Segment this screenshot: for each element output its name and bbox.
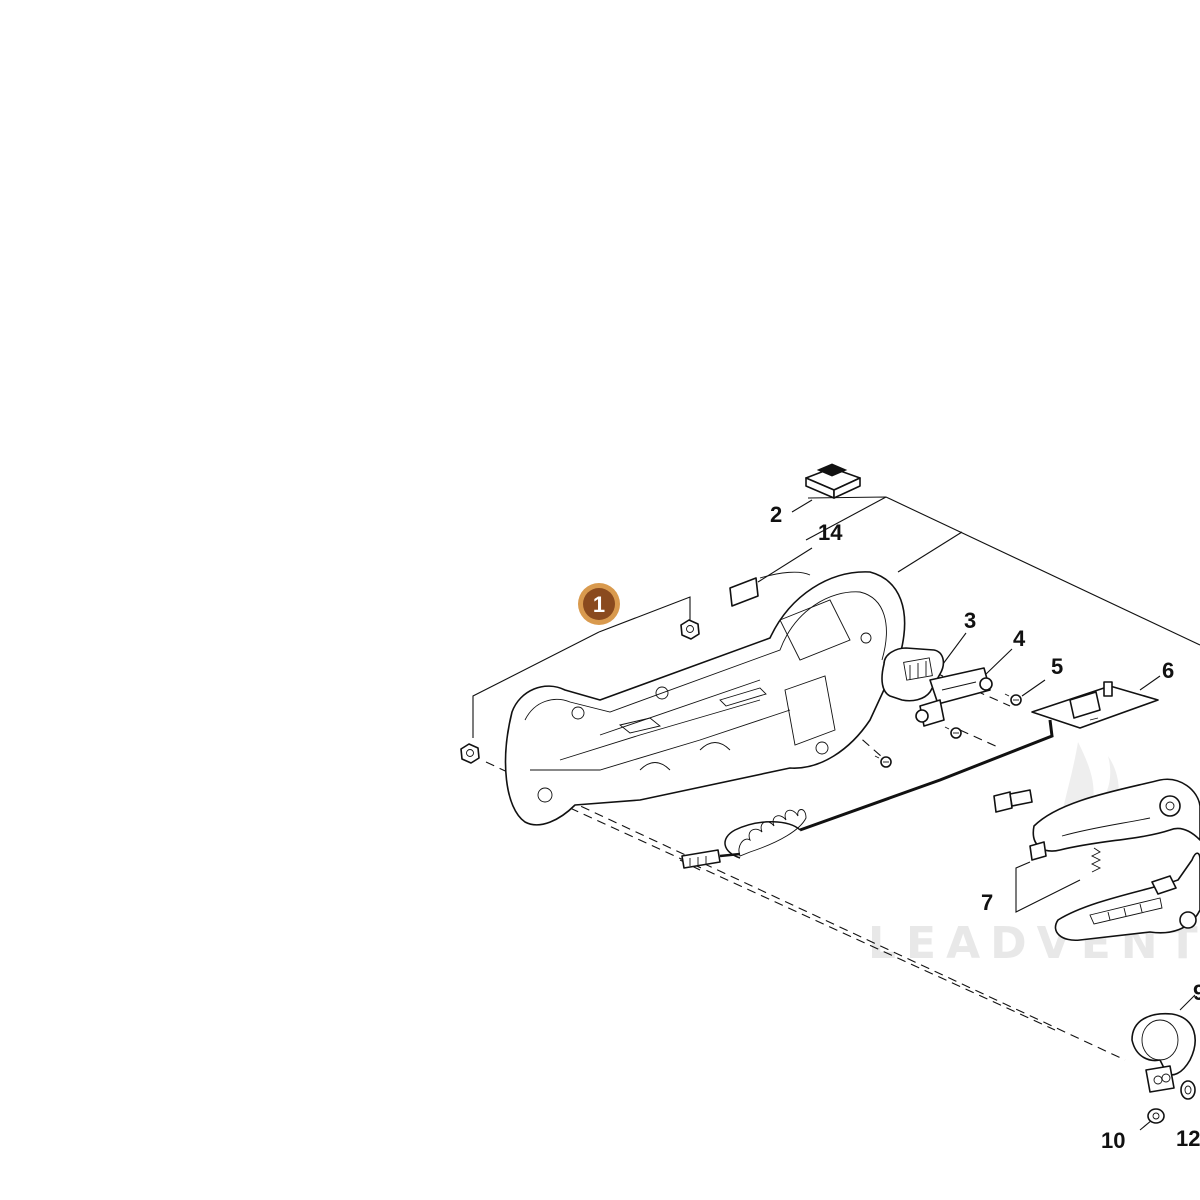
- callout-badge-core: [583, 588, 615, 620]
- callout-6-label: 6: [1162, 658, 1174, 683]
- lockout-lever-part: [1054, 852, 1200, 942]
- callout-9-label: 9: [1193, 980, 1200, 1005]
- contact-carrier-part: [915, 667, 993, 727]
- screw-a: [1004, 693, 1022, 706]
- nut-upper: [680, 619, 700, 640]
- callout-2-label: 2: [770, 502, 782, 527]
- callout-4-label: 4: [1013, 626, 1026, 651]
- clamp-part: [1131, 1012, 1196, 1093]
- switch-part: [881, 647, 945, 702]
- cable-spring: [738, 809, 807, 857]
- decal-part: [729, 577, 759, 607]
- screw-b: [944, 726, 962, 739]
- washer-part: [1147, 1108, 1165, 1124]
- button-cap-part: [805, 463, 861, 499]
- callout-3-label: 3: [964, 608, 976, 633]
- switch-actuator: [993, 789, 1033, 813]
- callout-10-label: 10: [1101, 1128, 1125, 1153]
- callout-1-label: 1: [593, 592, 605, 617]
- callout-14-label: 14: [818, 520, 843, 545]
- cable-assembly: [681, 719, 1054, 869]
- callout-5-label: 5: [1051, 654, 1063, 679]
- screw-c: [874, 755, 892, 768]
- nut-lower: [460, 743, 480, 764]
- callout-12-label: 12: [1176, 1126, 1200, 1151]
- spring-part: [1090, 847, 1102, 873]
- washer-12-part: [1180, 1080, 1196, 1100]
- circuit-board-part: [1031, 681, 1159, 729]
- callout-7-label: 7: [981, 890, 993, 915]
- handle-housing: [504, 571, 906, 826]
- callout-badge-1[interactable]: 1: [578, 583, 620, 625]
- trigger-part: [1029, 778, 1200, 861]
